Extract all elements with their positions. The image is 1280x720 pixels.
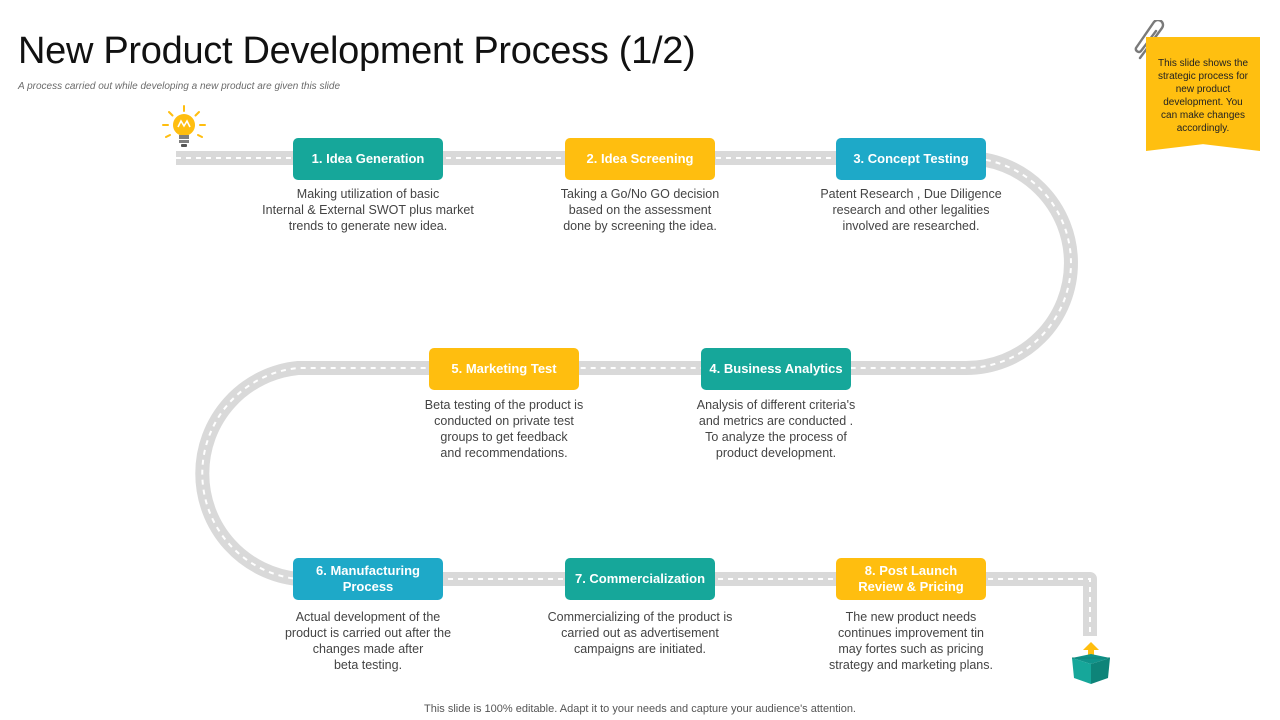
step-3-label: 3. Concept Testing [836, 138, 986, 180]
step-2-description: Taking a Go/No GO decision based on the … [560, 187, 720, 233]
step-5-description: Beta testing of the product is conducted… [424, 398, 584, 460]
step-4-label: 4. Business Analytics [701, 348, 851, 390]
step-7-description: Commercializing of the product is carrie… [547, 610, 733, 656]
step-6-description: Actual development of the product is car… [284, 610, 452, 672]
step-4-description: Analysis of different criteria's and met… [696, 398, 856, 460]
step-1-label: 1. Idea Generation [293, 138, 443, 180]
step-7-label: 7. Commercialization [565, 558, 715, 600]
step-3-description: Patent Research , Due Diligence research… [820, 187, 1002, 233]
lightbulb-icon [160, 104, 208, 157]
step-8-label: 8. Post Launch Review & Pricing [836, 558, 986, 600]
paperclip-icon [1132, 18, 1172, 69]
step-2-label: 2. Idea Screening [565, 138, 715, 180]
page-title: New Product Development Process (1/2) [18, 30, 696, 72]
sticky-note: This slide shows the strategic process f… [1146, 37, 1260, 151]
step-6-label: 6. Manufacturing Process [293, 558, 443, 600]
footer-text: This slide is 100% editable. Adapt it to… [424, 703, 856, 715]
treasure-box-icon [1068, 640, 1114, 691]
page-subtitle: A process carried out while developing a… [18, 81, 341, 92]
step-1-description: Making utilization of basic Internal & E… [262, 187, 474, 233]
step-8-description: The new product needs continues improvem… [829, 610, 993, 672]
step-5-label: 5. Marketing Test [429, 348, 579, 390]
